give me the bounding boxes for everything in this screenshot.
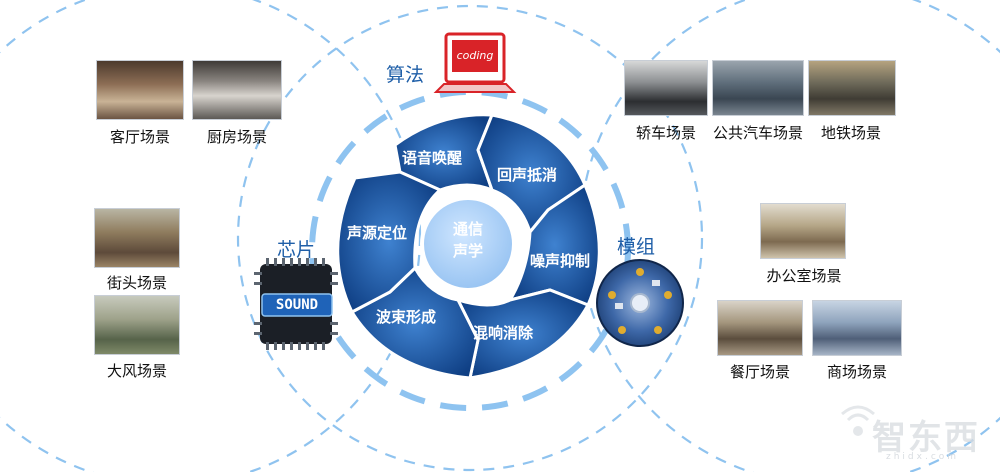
street-photo [94,208,180,268]
center-circle [420,196,516,292]
wheel-ring [309,89,631,411]
restaurant-caption: 餐厅场景 [729,363,791,381]
chip-icon-text: SOUND [275,297,319,313]
center-text-line1: 通信 [452,220,483,238]
chip-label: 芯片 [277,239,316,261]
mall-photo [812,300,902,356]
module-label: 模组 [617,236,656,258]
laptop-icon-text: coding [456,49,494,62]
segment-label-noise: 噪声抑制 [530,252,591,270]
kitchen-caption: 厨房场景 [206,128,268,146]
watermark-logo [841,405,875,436]
bus-photo [712,60,804,116]
left-dashed-circle [0,0,422,472]
subway-caption: 地铁场景 [820,124,882,142]
segment-label-echo: 回声抵消 [497,166,558,184]
segment-label-beam: 波束形成 [376,308,437,326]
restaurant-photo [717,300,803,356]
center-text-line2: 声学 [452,242,483,260]
segment-label-locate: 声源定位 [347,224,408,242]
kitchen-photo [192,60,282,120]
office-caption: 办公室场景 [766,267,842,285]
subway-photo [808,60,896,116]
car-photo [624,60,708,116]
segment-label-wake: 语音唤醒 [402,149,463,167]
chip-icon [254,258,338,350]
watermark: 智东西 [872,418,980,458]
car-caption: 轿车场景 [635,124,697,142]
bus-caption: 公共汽车场景 [712,124,804,142]
module-icon [596,259,684,347]
windy-caption: 大风场景 [106,362,168,380]
middle-dashed-circle [236,4,704,472]
mall-caption: 商场场景 [826,363,888,381]
laptop-icon [433,32,517,93]
windy-photo [94,295,180,355]
street-caption: 街头场景 [106,274,168,292]
wheel-segments [336,113,601,380]
office-photo [760,203,846,259]
segment-locate [336,170,443,315]
segment-label-reverb: 混响消除 [473,324,534,342]
algorithm-label: 算法 [386,64,425,86]
center-text: 通信 声学 [442,218,494,262]
watermark-url: zhidx.com [886,452,960,462]
living-room-caption: 客厅场景 [109,128,171,146]
living-room-photo [96,60,184,120]
